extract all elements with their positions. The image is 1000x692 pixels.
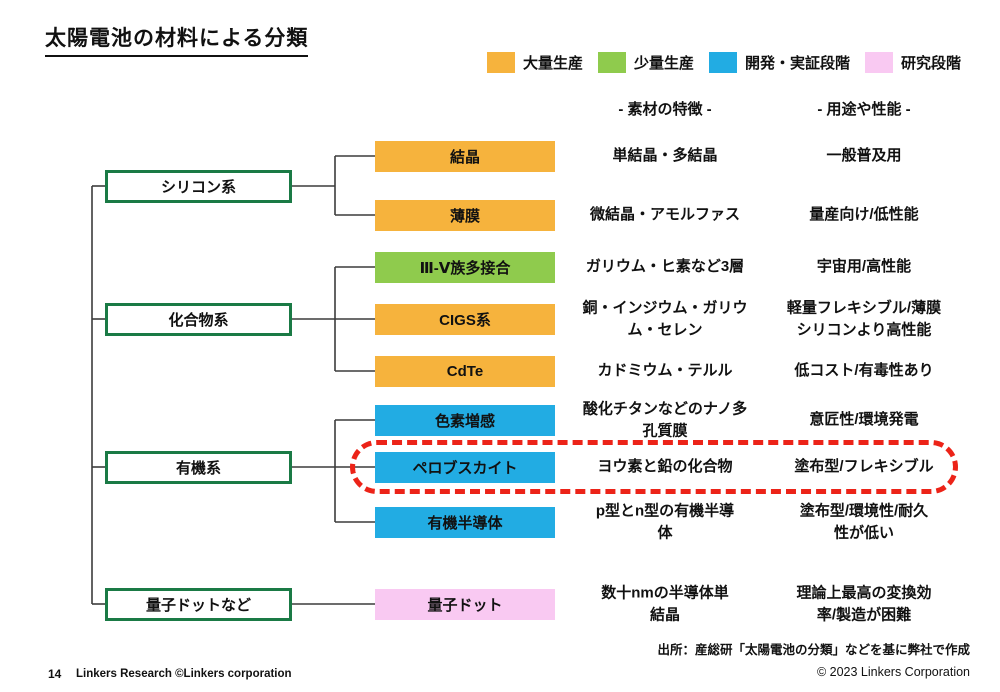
usage-text-2: 宇宙用/高性能 [816,258,912,276]
column-header-features: - 素材の特徴 - [618,101,712,118]
column-header-usage: - 用途や性能 - [817,101,911,118]
usage-text-3: 軽量フレキシブル/薄膜 シリコンより高性能 [786,299,942,338]
feature-text-1: 微結晶・アモルファス [589,206,740,224]
category-box-2: 有機系 [105,450,292,484]
legend-item-small: 少量生産 [598,52,694,73]
source-note: 出所：産総研「太陽電池の分類」などを基に弊社で作成 [657,643,970,657]
legend-label: 大量生産 [523,55,584,72]
usage-text-7: 塗布型/環境性/耐久 性が低い [799,502,929,541]
feature-text-5: 酸化チタンなどのナノ多 孔質膜 [582,400,748,439]
legend-label: 少量生産 [634,55,695,72]
material-box-8: 量子ドット [375,588,555,620]
feature-text-8: 数十nmの半導体単 結晶 [601,584,729,623]
footer-copyright: © 2023 Linkers Corporation [816,665,970,679]
usage-text-5: 意匠性/環境発電 [809,411,919,429]
legend-swatch-small [598,52,627,73]
usage-text-4: 低コスト/有毒性あり [794,362,934,380]
legend-swatch-research [865,52,894,73]
page-number: 14 [48,667,62,681]
usage-text-6: 塗布型/フレキシブル [794,458,934,476]
usage-text-0: 一般普及用 [826,147,902,165]
legend-item-research: 研究段階 [865,52,961,73]
material-box-5: 色素増感 [375,404,555,436]
legend: 大量生産 少量生産 開発・実証段階 研究段階 [487,52,961,73]
category-box-1: 化合物系 [105,302,292,336]
feature-text-3: 銅・インジウム・ガリウ ム・セレン [582,299,748,338]
feature-text-6: ヨウ素と鉛の化合物 [597,458,733,476]
material-box-7: 有機半導体 [375,506,555,538]
page-title: 太陽電池の材料による分類 [45,22,309,57]
material-box-1: 薄膜 [375,199,555,231]
material-box-3: CIGS系 [375,303,555,335]
material-box-6: ペロブスカイト [375,451,555,483]
category-box-0: シリコン系 [105,169,292,203]
legend-swatch-dev [709,52,738,73]
material-box-4: CdTe [375,355,555,387]
feature-text-4: カドミウム・テルル [597,362,733,380]
legend-item-mass: 大量生産 [487,52,583,73]
legend-swatch-mass [487,52,515,73]
legend-label: 研究段階 [901,55,962,72]
feature-text-7: p型とn型の有機半導 体 [595,502,735,541]
legend-label: 開発・実証段階 [745,55,851,72]
usage-text-8: 理論上最高の変換効 率/製造が困難 [796,584,932,623]
feature-text-2: ガリウム・ヒ素など3層 [585,258,745,276]
legend-item-dev: 開発・実証段階 [709,52,850,73]
footer-credit: Linkers Research ©Linkers corporation [76,668,292,680]
material-box-2: Ⅲ-Ⅴ族多接合 [375,251,555,283]
feature-text-0: 単結晶・多結晶 [612,147,718,165]
material-box-0: 結晶 [375,140,555,172]
category-box-3: 量子ドットなど [105,587,292,621]
usage-text-1: 量産向け/低性能 [809,206,919,224]
